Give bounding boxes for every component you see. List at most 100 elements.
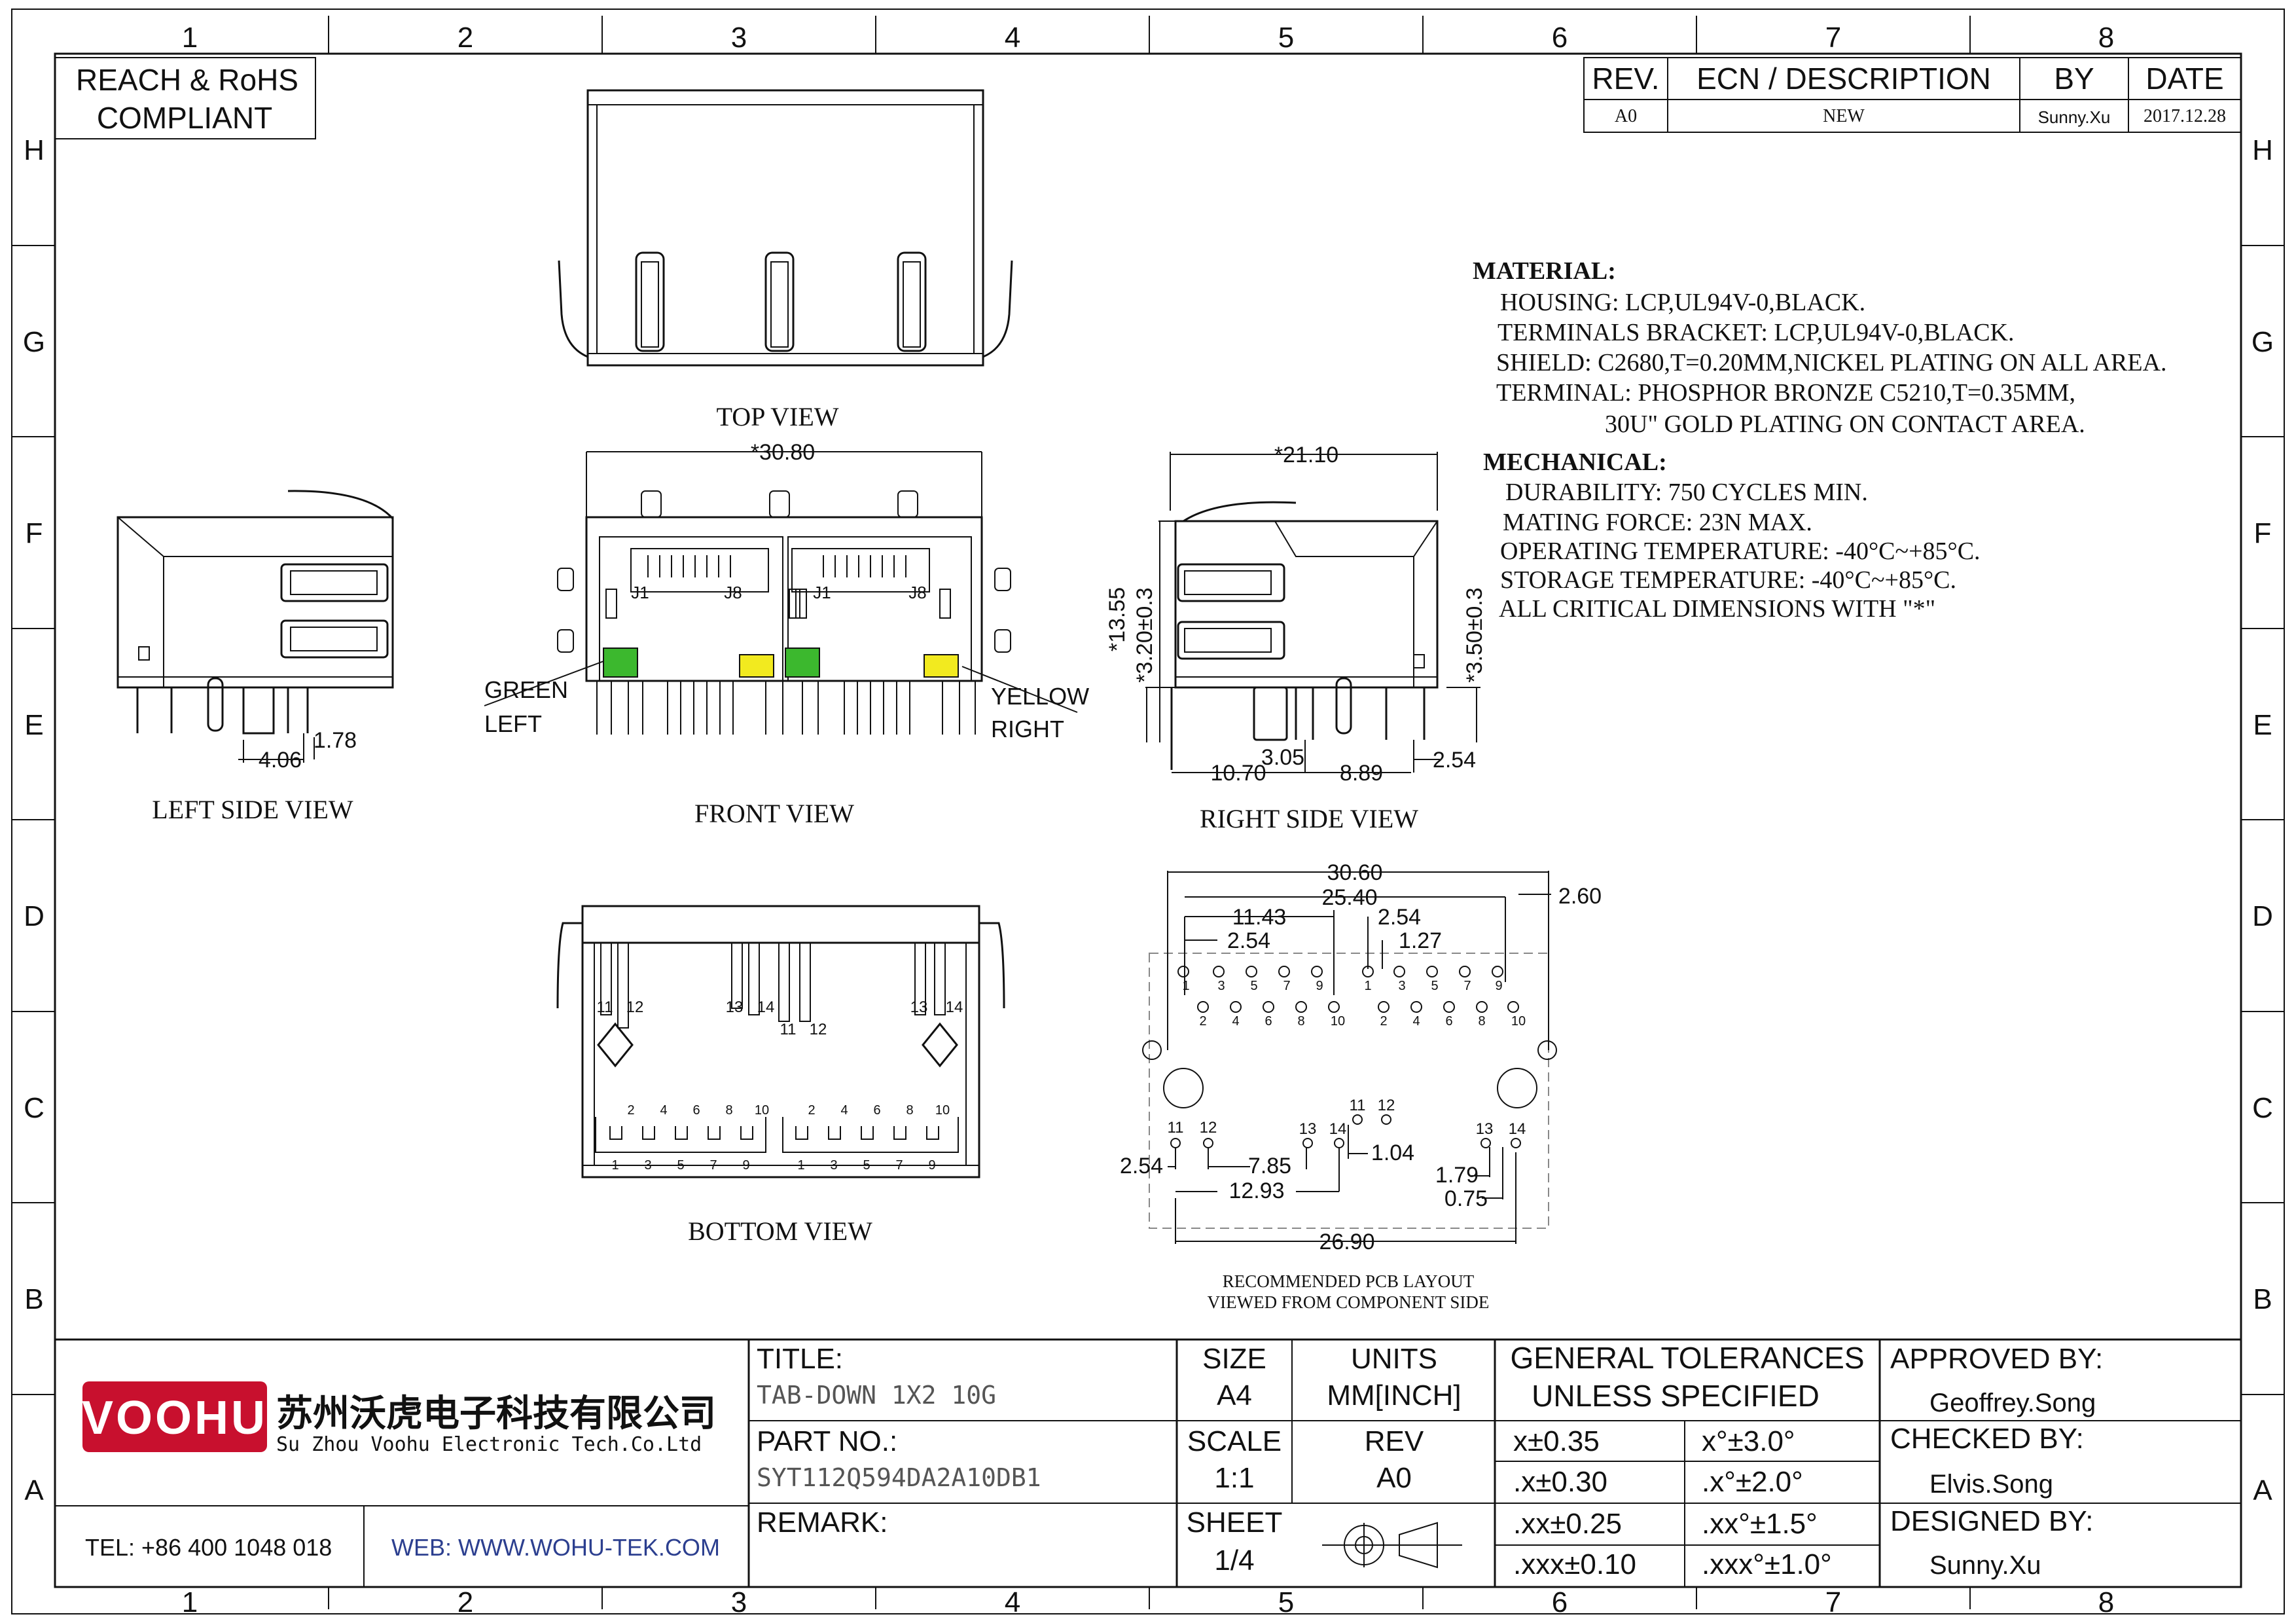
front-view-label: FRONT VIEW — [694, 799, 854, 828]
pin-label: 7 — [895, 1158, 903, 1173]
dim-pcb-127: 1.27 — [1399, 928, 1442, 953]
dim-pcb-254a: 2.54 — [1227, 928, 1270, 953]
dim-pcb-254b: 2.54 — [1378, 905, 1421, 930]
pin-label: 3 — [830, 1158, 837, 1173]
approved-value: Geoffrey.Song — [1929, 1389, 2096, 1417]
mechanical-title: MECHANICAL: — [1483, 448, 1667, 476]
dim-front-width: *30.80 — [751, 440, 815, 465]
dim-pcb-2690: 26.90 — [1319, 1230, 1374, 1254]
tolerance-title1: GENERAL TOLERANCES — [1510, 1341, 1864, 1375]
row-label-left: D — [24, 900, 45, 932]
scale-label: SCALE — [1187, 1425, 1282, 1457]
row-label-right: F — [2254, 517, 2272, 549]
pin-label: 1 — [1182, 979, 1189, 993]
compliance-box: REACH & RoHS COMPLIANT — [54, 57, 316, 139]
material-title: MATERIAL: — [1473, 257, 1616, 285]
dim-pcb-104: 1.04 — [1371, 1140, 1414, 1165]
pin-label: 8 — [725, 1103, 732, 1118]
row-label-right: D — [2252, 900, 2273, 932]
left-side-view-drawing: 4.06 1.78 LEFT SIDE VIEW — [117, 490, 394, 824]
material-line: SHIELD: C2680,T=0.20MM,NICKEL PLATING ON… — [1496, 349, 2167, 376]
ecn-value: NEW — [1823, 106, 1865, 126]
row-label-left: C — [24, 1092, 45, 1124]
col-label-top: 8 — [2098, 22, 2114, 54]
led-yellow-right — [924, 654, 959, 678]
tolerance-linear: .x±0.30 — [1513, 1466, 1607, 1498]
row-label-right: G — [2251, 326, 2274, 358]
top-view-drawing: TOP VIEW — [558, 89, 1013, 431]
material-line: TERMINALS BRACKET: LCP,UL94V-0,BLACK. — [1498, 319, 2014, 346]
pin-label: 11 — [1168, 1119, 1184, 1137]
dim-right-c: 8.89 — [1340, 761, 1383, 786]
pin-label: 14 — [1509, 1120, 1526, 1138]
dim-right-h3: *3.50±0.3 — [1462, 587, 1487, 682]
compliance-line1: REACH & RoHS — [76, 63, 298, 97]
notes-block: MATERIAL: HOUSING: LCP,UL94V-0,BLACK. TE… — [1473, 257, 2167, 623]
pin-label: 9 — [928, 1158, 935, 1173]
pin-label: 7 — [1463, 979, 1471, 993]
pin-label: 6 — [692, 1103, 700, 1118]
mechanical-line: STORAGE TEMPERATURE: -40°C~+85°C. — [1500, 566, 1956, 594]
dim-pcb-179: 1.79 — [1435, 1163, 1479, 1188]
col-label-top: 5 — [1278, 22, 1294, 54]
pin-label: 9 — [1316, 979, 1323, 993]
pin-label: 1 — [611, 1158, 619, 1173]
right-label: RIGHT — [991, 716, 1064, 742]
rev-value: A0 — [1615, 106, 1637, 126]
dim-right-h2: *3.20±0.3 — [1132, 587, 1157, 682]
pin-label: 14 — [1329, 1120, 1347, 1138]
pin-label: 11 — [1350, 1097, 1366, 1114]
units-label: UNITS — [1351, 1343, 1437, 1375]
pin-label: 6 — [1265, 1014, 1272, 1029]
sheet-label: SHEET — [1187, 1506, 1283, 1539]
pin-label: 8 — [1297, 1014, 1304, 1029]
col-label-bottom: 8 — [2098, 1586, 2114, 1618]
pcb-layout-drawing: 30.60 25.40 2.60 11.43 2.54 2.54 1.27 — [1120, 860, 1602, 1312]
pin-label: 14 — [946, 998, 963, 1016]
dim-right-a: 10.70 — [1210, 761, 1266, 786]
row-label-right: H — [2252, 134, 2273, 166]
pin-label: 2 — [1380, 1014, 1387, 1029]
material-line: HOUSING: LCP,UL94V-0,BLACK. — [1500, 289, 1865, 316]
pin-label: 3 — [1398, 979, 1405, 993]
rev-value-block: A0 — [1376, 1462, 1412, 1494]
row-label-right: B — [2253, 1283, 2272, 1315]
row-label-left: B — [24, 1283, 43, 1315]
title-label: TITLE: — [757, 1343, 843, 1375]
scale-value: 1:1 — [1214, 1462, 1254, 1494]
front-view-drawing: *30.80 J1 J8 J1 J8 — [484, 440, 1089, 828]
material-line: TERMINAL: PHOSPHOR BRONZE C5210,T=0.35MM… — [1496, 379, 2075, 407]
row-labels: H G F E D C B A H G F E D C B A — [23, 134, 2274, 1506]
col-label-top: 2 — [457, 22, 473, 54]
right-side-view-drawing: *21.10 10.70 3.05 8.89 2.54 RIGHT SIDE V — [1145, 443, 1480, 833]
row-label-right: C — [2252, 1092, 2273, 1124]
dim-left-b: 1.78 — [314, 728, 357, 753]
remark-label: REMARK: — [757, 1506, 888, 1539]
date-header: DATE — [2145, 62, 2223, 96]
left-label: LEFT — [484, 710, 542, 737]
pin-label: 2 — [627, 1103, 634, 1118]
dim-pcb-260: 2.60 — [1558, 884, 1602, 909]
ecn-header: ECN / DESCRIPTION — [1696, 62, 1991, 96]
col-label-bottom: 3 — [731, 1586, 747, 1618]
pin-label: 12 — [1378, 1097, 1395, 1114]
row-label-left: F — [26, 517, 43, 549]
company-logo — [82, 1381, 267, 1452]
mechanical-line: OPERATING TEMPERATURE: -40°C~+85°C. — [1500, 538, 1981, 565]
pin-label: 1 — [797, 1158, 804, 1173]
pin-label: 1 — [1364, 979, 1371, 993]
pin-label: 6 — [1445, 1014, 1452, 1029]
pin-label: 8 — [1478, 1014, 1485, 1029]
col-label-bottom: 1 — [182, 1586, 198, 1618]
pin-label: 10 — [755, 1103, 769, 1118]
col-label-top: 6 — [1552, 22, 1568, 54]
sheet-value: 1/4 — [1214, 1544, 1254, 1577]
logo-text: VOOHU — [82, 1392, 268, 1444]
tolerance-angular: x°±3.0° — [1702, 1425, 1795, 1457]
pin-label: 3 — [644, 1158, 651, 1173]
dim-right-width: *21.10 — [1274, 443, 1338, 467]
part-no-label: PART NO.: — [757, 1425, 897, 1457]
dim-pcb-075: 0.75 — [1444, 1186, 1488, 1211]
date-value: 2017.12.28 — [2144, 106, 2226, 126]
dim-left-a: 4.06 — [259, 748, 302, 773]
